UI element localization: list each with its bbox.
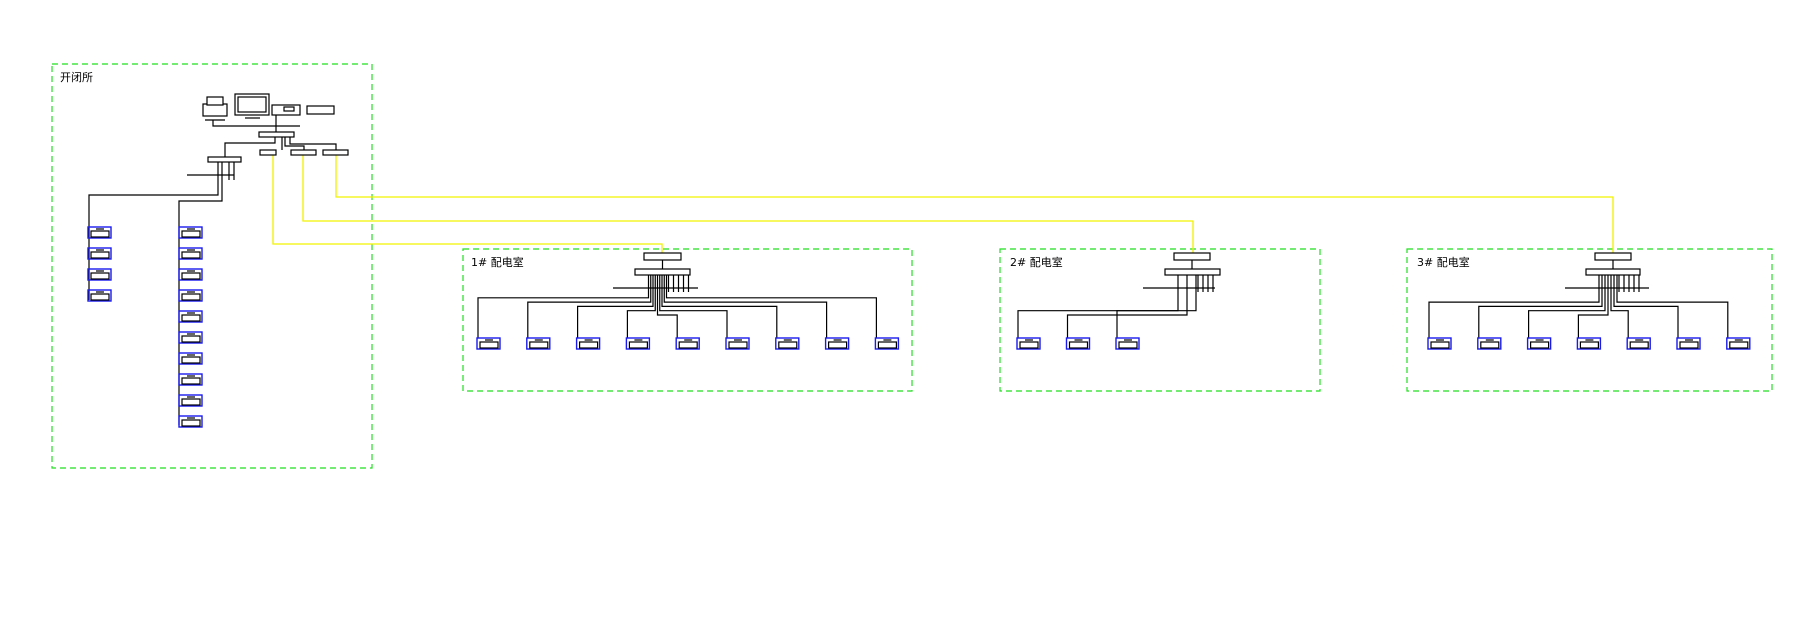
meter-device [1427,337,1452,350]
meter-device [178,415,203,428]
meter-device [178,247,203,260]
serial-server [634,268,691,276]
fiber-link-room3 [335,155,1614,253]
meter-device [1477,337,1502,350]
fiber-switch-1 [259,149,277,156]
meter-device [526,337,551,350]
meter-device [775,337,800,350]
fiber-switch [1173,252,1211,261]
zone-title: 3# 配电室 [1417,255,1470,269]
zone-room3: 3# 配电室 [1406,248,1773,392]
meter-device [178,310,203,323]
meter-device [87,247,112,260]
fiber-switch-3 [322,149,349,156]
meter-device [178,394,203,407]
zone-title: 1# 配电室 [471,255,524,269]
meter-device [178,373,203,386]
meter-device [178,352,203,365]
fiber-link-room2 [302,155,1194,253]
meter-device [625,337,651,350]
meter-device [1526,337,1552,350]
zone-title: 开闭所 [60,71,93,84]
meter-device [1676,337,1701,350]
server-icon [271,104,301,116]
zone-kaibisuo: 开闭所 [51,63,373,469]
meter-device [725,337,750,350]
zone-room2: 2# 配电室 [999,248,1321,392]
meter-device [178,268,203,281]
printer-icon [202,96,228,121]
meter-device [1576,337,1602,350]
meter-device [476,337,501,350]
room-1-network [476,252,900,350]
core-switch [258,131,295,138]
meter-device [1726,337,1751,350]
monitor-icon [234,93,270,119]
meter-device [1115,337,1140,350]
meter-device [178,289,203,302]
meter-device [675,337,700,350]
fiber-switch [643,252,682,261]
meter-device [87,226,112,239]
serial-server [1164,268,1221,276]
meter-device [178,331,203,344]
meter-device [1626,337,1651,350]
meter-device [178,226,203,239]
fiber-link-room1 [272,155,663,253]
room-2-network [1016,252,1221,350]
gps-clock-icon [306,105,335,115]
zone-title: 2# 配电室 [1010,255,1063,269]
meter-device [575,337,601,350]
meter-device [87,268,112,281]
meter-device [874,337,900,350]
meter-device [87,289,112,302]
serial-server [1585,268,1641,276]
fiber-switch-2 [290,149,317,156]
zone-room1: 1# 配电室 [462,248,913,392]
fiber-switch [1594,252,1632,261]
meter-device [1065,337,1091,350]
room-3-network [1427,252,1751,350]
meter-device [1016,337,1041,350]
station-switch [207,156,242,163]
meter-device [824,337,850,350]
